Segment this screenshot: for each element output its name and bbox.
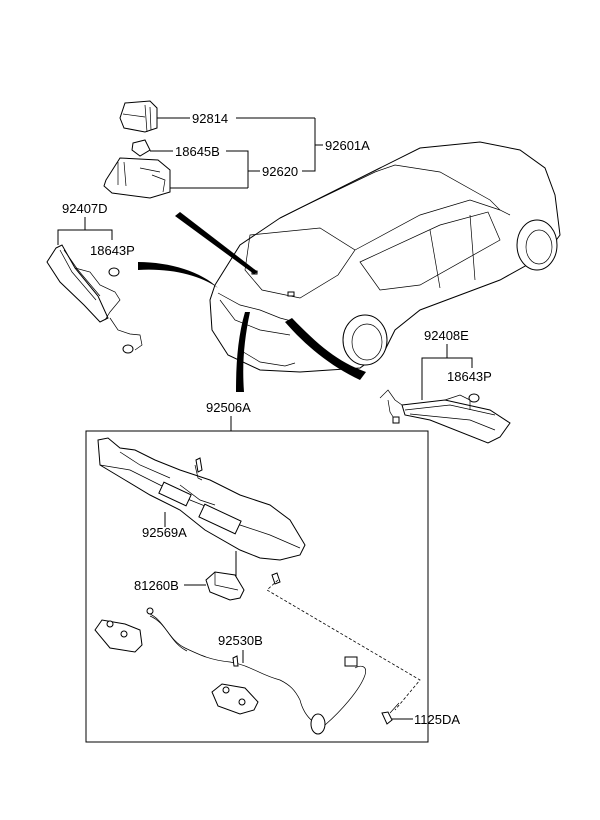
room-lamp-lens-part <box>119 100 158 133</box>
callout-18643P-right[interactable]: 18643P <box>447 369 492 384</box>
callout-1125DA[interactable]: 1125DA <box>414 712 460 727</box>
callout-18643P-left[interactable]: 18643P <box>90 243 135 258</box>
callout-81260B[interactable]: 81260B <box>134 578 179 593</box>
screw-part <box>381 702 400 725</box>
callout-92407D[interactable]: 92407D <box>62 201 108 216</box>
right-lamp-part <box>379 389 511 444</box>
garnish-assembly-box <box>85 430 429 743</box>
room-lamp-bulb-part <box>131 139 151 157</box>
callout-92601A[interactable]: 92601A <box>325 138 370 153</box>
pointer-wedge <box>285 318 366 380</box>
clip-part <box>271 572 281 585</box>
callout-92408E[interactable]: 92408E <box>424 328 469 343</box>
left-lamp-bulb-part <box>108 267 120 277</box>
wiring-harness-part <box>94 607 366 735</box>
callout-92814[interactable]: 92814 <box>192 111 228 126</box>
callout-92620[interactable]: 92620 <box>262 164 298 179</box>
callout-18645B[interactable]: 18645B <box>175 144 220 159</box>
room-lamp-housing-part <box>103 157 171 199</box>
pointer-wedge <box>175 212 258 274</box>
right-lamp-bulb-part <box>468 393 480 403</box>
garnish-panel-part <box>97 437 306 561</box>
callout-92569A[interactable]: 92569A <box>142 525 187 540</box>
callout-92530B[interactable]: 92530B <box>218 633 263 648</box>
left-lamp-part <box>46 244 143 354</box>
pointer-wedge <box>138 262 218 288</box>
pointer-wedge <box>236 312 250 392</box>
license-lamp-part <box>205 571 245 601</box>
callout-92506A[interactable]: 92506A <box>206 400 251 415</box>
car-body-illustration <box>209 141 561 373</box>
leader-dashed <box>266 579 421 711</box>
